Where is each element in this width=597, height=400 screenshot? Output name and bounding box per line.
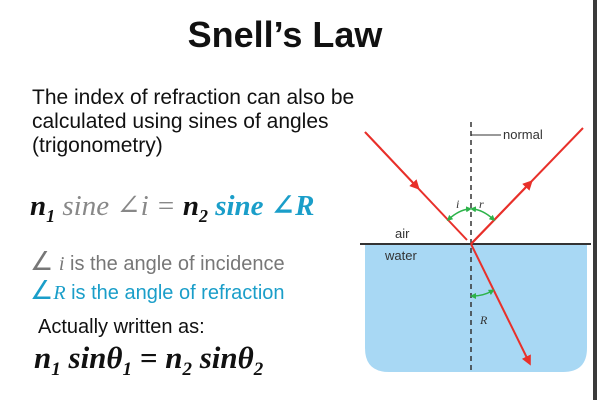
eqf-equals: =	[139, 340, 158, 375]
normal-label: normal	[503, 127, 543, 142]
page-title: Snell’s Law	[187, 14, 383, 55]
angle-R-arc	[470, 289, 495, 299]
eq-angle-R: ∠R	[270, 190, 315, 222]
angle-i-arc	[446, 206, 472, 222]
angle-symbol-incidence: ∠	[30, 247, 54, 277]
eqf-theta2: θ	[237, 340, 254, 375]
angle-i-label: i	[456, 197, 459, 211]
eq-angle-symbol: ∠	[116, 190, 141, 222]
eqf-n2-sub: 2	[182, 359, 192, 381]
snells-law-sine-equation: n1 sine ∠i = n2 sine ∠R	[30, 188, 314, 227]
eqf-theta1: θ	[106, 340, 123, 375]
eq-equals: =	[155, 190, 176, 222]
definition-refraction: ∠R is the angle of refraction	[30, 276, 285, 306]
incidence-text: is the angle of incidence	[64, 253, 285, 275]
reflected-ray-arrow	[470, 180, 533, 245]
eqf-n1: n	[34, 340, 52, 375]
angle-r-arc	[470, 206, 496, 222]
snells-law-theta-equation: n1 sinθ1 = n2 sinθ2	[34, 340, 263, 381]
intro-text: The index of refraction can also be calc…	[32, 86, 355, 157]
eq-sine-right: sine	[215, 190, 264, 222]
eq-angle-i: i	[140, 190, 149, 222]
refracted-ray	[470, 243, 531, 366]
angle-r-label: r	[479, 197, 484, 211]
air-label: air	[395, 226, 410, 241]
incidence-letter: i	[58, 253, 65, 275]
eq-n2: n	[182, 190, 199, 222]
angle-symbol-refraction: ∠	[30, 276, 54, 306]
eqf-n1-sub: 1	[51, 359, 61, 381]
eqf-theta1-sub: 1	[122, 359, 133, 381]
water-label: water	[384, 248, 417, 263]
right-edge-bar	[593, 0, 597, 400]
water-region	[365, 244, 587, 372]
refraction-letter: R	[53, 282, 66, 304]
incident-ray-arrow	[364, 131, 420, 190]
eqf-theta2-sub: 2	[253, 359, 264, 381]
definition-incidence: ∠ i is the angle of incidence	[30, 247, 285, 277]
eq-n1-sub: 1	[46, 205, 56, 226]
eq-sine-left: sine	[62, 190, 110, 222]
angle-R-label: R	[479, 313, 488, 327]
refraction-text: is the angle of refraction	[65, 282, 285, 304]
eq-n1: n	[30, 190, 47, 222]
eqf-n2: n	[165, 340, 183, 375]
eqf-sin1: sin	[68, 340, 107, 375]
eq-n2-sub: 2	[198, 205, 208, 226]
refraction-diagram: normal i r R air water	[360, 122, 591, 372]
eqf-sin2: sin	[199, 340, 238, 375]
written-as-label: Actually written as:	[38, 316, 205, 338]
